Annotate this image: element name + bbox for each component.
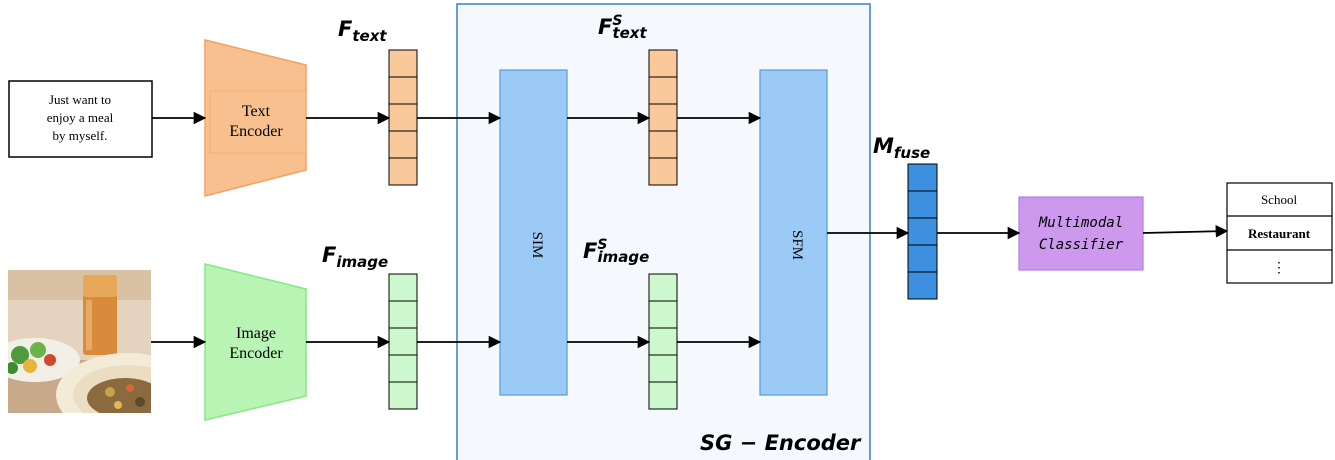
vector-cell	[388, 49, 418, 78]
classifier-label-1: Multimodal	[1038, 215, 1123, 231]
f-image-label: Fimage	[322, 243, 388, 271]
vector-cell	[648, 381, 678, 410]
vector-cell	[648, 103, 678, 132]
input-text-line-2: enjoy a meal	[47, 110, 114, 125]
vector-cell	[907, 217, 938, 246]
vector-cell	[388, 157, 418, 186]
output-classes: School Restaurant ⋮	[1226, 182, 1333, 284]
vector-cell	[648, 157, 678, 186]
input-text-box: Just want to enjoy a meal by myself.	[8, 80, 153, 158]
sg-encoder-label: SG − Encoder	[700, 431, 862, 455]
vector-cell	[648, 354, 678, 383]
vector-cell	[388, 354, 418, 383]
image-encoder: Image Encoder	[204, 263, 307, 421]
f-image-vector	[388, 273, 418, 410]
vector-cell	[388, 300, 418, 329]
vector-cell	[388, 273, 418, 302]
fs-image-vector	[648, 273, 678, 410]
vector-cell	[907, 190, 938, 219]
f-text-label: Ftext	[338, 17, 387, 45]
image-encoder-label-1: Image	[236, 325, 276, 342]
input-text-line-3: by myself.	[53, 128, 108, 143]
text-encoder: Text Encoder	[204, 39, 307, 197]
fs-text-vector	[648, 49, 678, 186]
m-fuse-label: Mfuse	[873, 134, 930, 162]
food-photo-icon	[8, 270, 151, 413]
sim-module: SIM	[499, 69, 568, 396]
f-text-vector	[388, 49, 418, 186]
text-encoder-label-2: Encoder	[229, 123, 283, 140]
vector-cell	[388, 130, 418, 159]
vector-cell	[388, 381, 418, 410]
vector-cell	[388, 327, 418, 356]
sfm-module: SFM	[759, 69, 828, 396]
output-class-restaurant: Restaurant	[1248, 226, 1311, 241]
multimodal-classifier: Multimodal Classifier	[1018, 196, 1144, 271]
vector-cell	[907, 271, 938, 300]
m-fuse-vector	[907, 163, 938, 300]
vector-cell	[648, 130, 678, 159]
sim-label: SIM	[529, 232, 545, 259]
arrow-classifier-to-output	[1142, 224, 1229, 238]
image-encoder-label-2: Encoder	[229, 345, 283, 362]
text-encoder-label-1: Text	[242, 103, 271, 120]
vector-cell	[648, 49, 678, 78]
vector-cell	[648, 300, 678, 329]
output-class-school: School	[1261, 192, 1298, 207]
vector-cell	[907, 244, 938, 273]
vector-cell	[907, 163, 938, 192]
vector-cell	[648, 273, 678, 302]
vector-cell	[648, 327, 678, 356]
output-class-more: ⋮	[1272, 261, 1286, 276]
classifier-label-2: Classifier	[1039, 237, 1124, 253]
vector-cell	[648, 76, 678, 105]
vector-cell	[388, 103, 418, 132]
sfm-label: SFM	[789, 230, 805, 260]
input-text-line-1: Just want to	[49, 92, 111, 107]
vector-cell	[388, 76, 418, 105]
